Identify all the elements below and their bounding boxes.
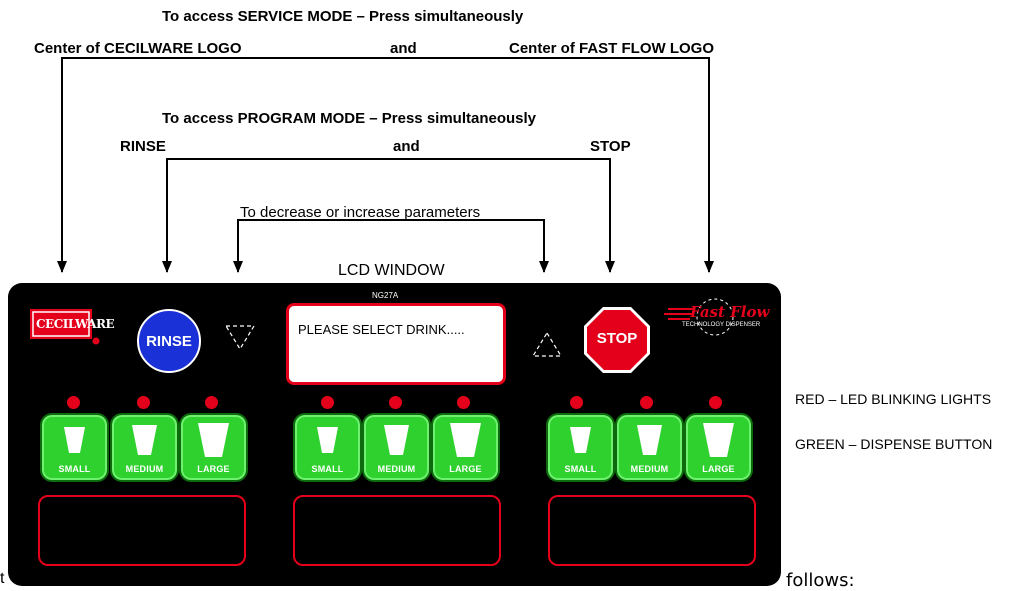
size-label: SMALL [564,464,597,474]
legend-green-label: GREEN – DISPENSE BUTTON [795,436,993,452]
led-light [709,396,722,409]
led-light [137,396,150,409]
service-and-label: and [390,40,417,57]
size-label: LARGE [449,464,482,474]
program-and-label: and [393,138,420,155]
station-display [38,495,246,566]
lcd-window-label: LCD WINDOW [338,262,445,279]
led-light [389,396,402,409]
service-left-label: Center of CECILWARE LOGO [34,40,242,57]
small-dispense-button[interactable]: SMALL [40,413,109,482]
fast-flow-text: Fast Flow [690,303,770,321]
small-cup-icon [64,427,85,453]
led-light [205,396,218,409]
size-label: MEDIUM [630,464,669,474]
medium-dispense-button[interactable]: MEDIUM [615,413,684,482]
medium-dispense-button[interactable]: MEDIUM [110,413,179,482]
cecilware-logo[interactable]: CECILWARE [30,307,115,345]
footer-fragment-left: t [0,570,5,587]
size-label: MEDIUM [377,464,416,474]
small-dispense-button[interactable]: SMALL [293,413,362,482]
program-mode-title: To access PROGRAM MODE – Press simultane… [162,110,537,127]
fast-flow-subtext: TECHNOLOGY DISPENSER [682,322,761,328]
cecilware-logo-shape [30,309,100,345]
small-dispense-button[interactable]: SMALL [546,413,615,482]
station-display [548,495,756,566]
lcd-text: PLEASE SELECT DRINK..... [298,322,465,337]
fast-flow-logo-shape [664,298,734,336]
legend-red-label: RED – LED BLINKING LIGHTS [795,391,992,407]
led-light [457,396,470,409]
program-right-label: STOP [590,138,631,155]
stop-button[interactable]: STOP [582,305,652,375]
decrease-triangle-icon[interactable] [223,322,257,352]
size-label: LARGE [197,464,230,474]
medium-cup-icon [132,425,157,455]
medium-cup-icon [384,425,409,455]
model-number: NG27A [372,291,399,300]
medium-dispense-button[interactable]: MEDIUM [362,413,431,482]
medium-cup-icon [637,425,662,455]
large-dispense-button[interactable]: LARGE [684,413,753,482]
large-cup-icon [703,423,734,457]
led-light [640,396,653,409]
size-label: LARGE [702,464,735,474]
rinse-label: RINSE [146,333,192,350]
params-label: To decrease or increase parameters [240,204,481,221]
program-left-label: RINSE [120,138,166,155]
small-cup-icon [570,427,591,453]
rinse-button[interactable]: RINSE [137,309,201,373]
size-label: SMALL [311,464,344,474]
size-label: MEDIUM [125,464,164,474]
lcd-window: PLEASE SELECT DRINK..... [286,303,506,385]
led-light [67,396,80,409]
large-cup-icon [198,423,229,457]
footer-fragment-right: follows: [786,570,855,591]
large-dispense-button[interactable]: LARGE [431,413,500,482]
led-light [570,396,583,409]
stop-octagon-icon [584,307,650,373]
led-light [321,396,334,409]
stop-label: STOP [596,330,638,347]
size-label: SMALL [58,464,91,474]
service-right-label: Center of FAST FLOW LOGO [509,40,714,57]
small-cup-icon [317,427,338,453]
station-display [293,495,501,566]
fast-flow-logo[interactable]: Fast Flow TECHNOLOGY DISPENSER [660,295,770,345]
increase-triangle-icon[interactable] [530,330,564,360]
large-dispense-button[interactable]: LARGE [179,413,248,482]
service-mode-title: To access SERVICE MODE – Press simultane… [162,8,524,25]
cecilware-logo-text: CECILWARE [36,317,115,331]
large-cup-icon [450,423,481,457]
